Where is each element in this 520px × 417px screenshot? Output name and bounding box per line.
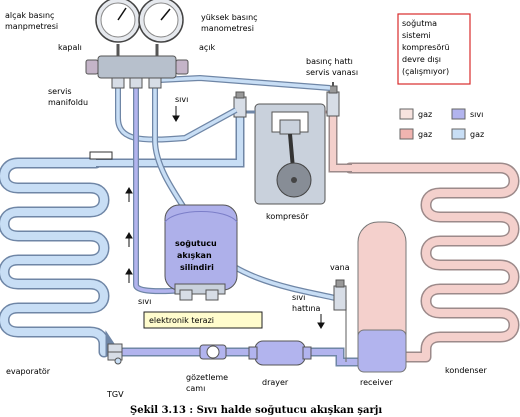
electronic-scale <box>143 311 263 329</box>
low-gauge-label-2: manpmetresi <box>5 22 58 31</box>
legend-label: gaz <box>470 130 484 139</box>
cylinder-liquid-label: sıvı <box>138 297 151 306</box>
service-manifold-label-1: servis <box>48 87 72 96</box>
cylinder-label-1: soğutucu <box>175 239 217 248</box>
valve-label: vana <box>330 263 350 272</box>
scale-label: elektronik terazi <box>149 316 214 325</box>
evaporator-label: evaporatör <box>6 367 51 376</box>
cylinder-label-3: silindiri <box>180 263 214 272</box>
legend-label: sıvı <box>470 110 483 119</box>
liquid-line <box>105 330 375 372</box>
status-line-1: soğutma <box>402 19 437 28</box>
sight-glass-label-1: gözetleme <box>186 373 228 382</box>
legend-swatch-hot-gas <box>399 128 414 140</box>
low-pressure-gauge <box>95 0 141 43</box>
legend: gaz sıvı gaz gaz <box>399 108 484 140</box>
legend-label: gaz <box>418 130 432 139</box>
high-gauge-label-2: manometresi <box>201 24 254 33</box>
sight-glass-label-2: camı <box>186 384 205 393</box>
condenser-label: kondenser <box>445 366 487 375</box>
status-line-2: sistemi <box>402 31 431 40</box>
liquid-line-label-1: sıvı <box>292 293 305 302</box>
compressor-label: kompresör <box>266 212 309 221</box>
legend-label: gaz <box>418 110 432 119</box>
receiver-label: receiver <box>360 378 393 387</box>
high-gauge-label-1: yüksek basınç <box>201 13 258 22</box>
compressor <box>240 103 333 205</box>
liquid-top-label: sıvı <box>175 95 188 104</box>
cylinder-label-2: akışkan <box>177 251 212 260</box>
condenser-coil <box>344 162 520 363</box>
liquid-line-label-2: hattına <box>292 304 321 313</box>
receiver-valve <box>333 279 347 311</box>
status-line-5: (çalışmıyor) <box>402 67 449 76</box>
status-box-frame <box>397 13 471 85</box>
evaporator-coil <box>0 157 110 358</box>
service-manifold-label-2: manifoldu <box>48 98 88 107</box>
pressure-line-service-valve <box>326 82 340 117</box>
open-label: açık <box>199 43 216 52</box>
receiver-tank <box>345 221 407 373</box>
closed-label: kapalı <box>58 43 82 52</box>
status-box-text: soğutma sistemi kompresörü devre dışı (ç… <box>402 19 450 76</box>
sight-glass <box>199 344 227 360</box>
status-line-3: kompresörü <box>402 43 450 52</box>
tgv-label: TGV <box>106 390 124 399</box>
pressure-valve-label-2: servis vanası <box>306 68 358 77</box>
suction-line <box>96 112 245 168</box>
low-gauge-label-1: alçak basınç <box>5 11 54 20</box>
figure-caption: Şekil 3.13 : Sıvı halde soğutucu akışkan… <box>130 405 382 416</box>
status-line-4: devre dışı <box>402 55 441 64</box>
refrigerant-cylinder <box>164 204 238 301</box>
flow-arrows <box>125 106 325 329</box>
discharge-line <box>328 112 352 173</box>
high-pressure-gauge <box>138 0 184 43</box>
legend-swatch-liquid <box>451 108 466 120</box>
dryer <box>248 340 312 366</box>
legend-swatch-high-gas <box>399 108 414 120</box>
pressure-valve-label-1: basınç hattı <box>306 57 353 66</box>
suction-line-clamp <box>89 151 113 160</box>
tgv-valve <box>107 343 123 365</box>
dryer-label: drayer <box>262 378 289 387</box>
legend-swatch-low-gas <box>451 128 466 140</box>
